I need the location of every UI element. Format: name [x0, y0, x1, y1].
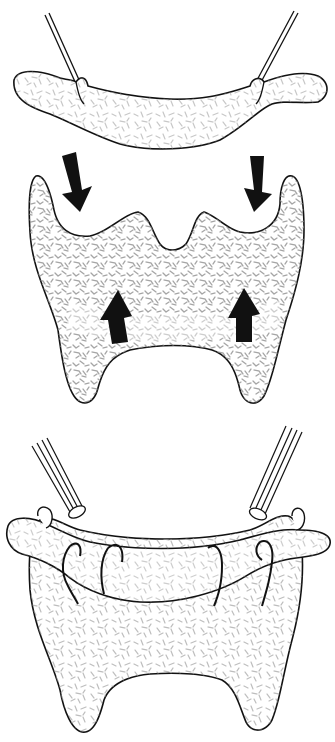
- upper-bone-fragment: [14, 72, 327, 149]
- lower-bone-fragment: [29, 176, 304, 403]
- right-k-wire: [256, 11, 298, 84]
- top-panel: [14, 11, 327, 403]
- down-arrow-left: [62, 152, 92, 212]
- down-arrow-right: [244, 156, 272, 212]
- right-pin-bundle: [248, 426, 302, 522]
- left-k-wire: [45, 13, 80, 84]
- bottom-panel: [7, 426, 330, 732]
